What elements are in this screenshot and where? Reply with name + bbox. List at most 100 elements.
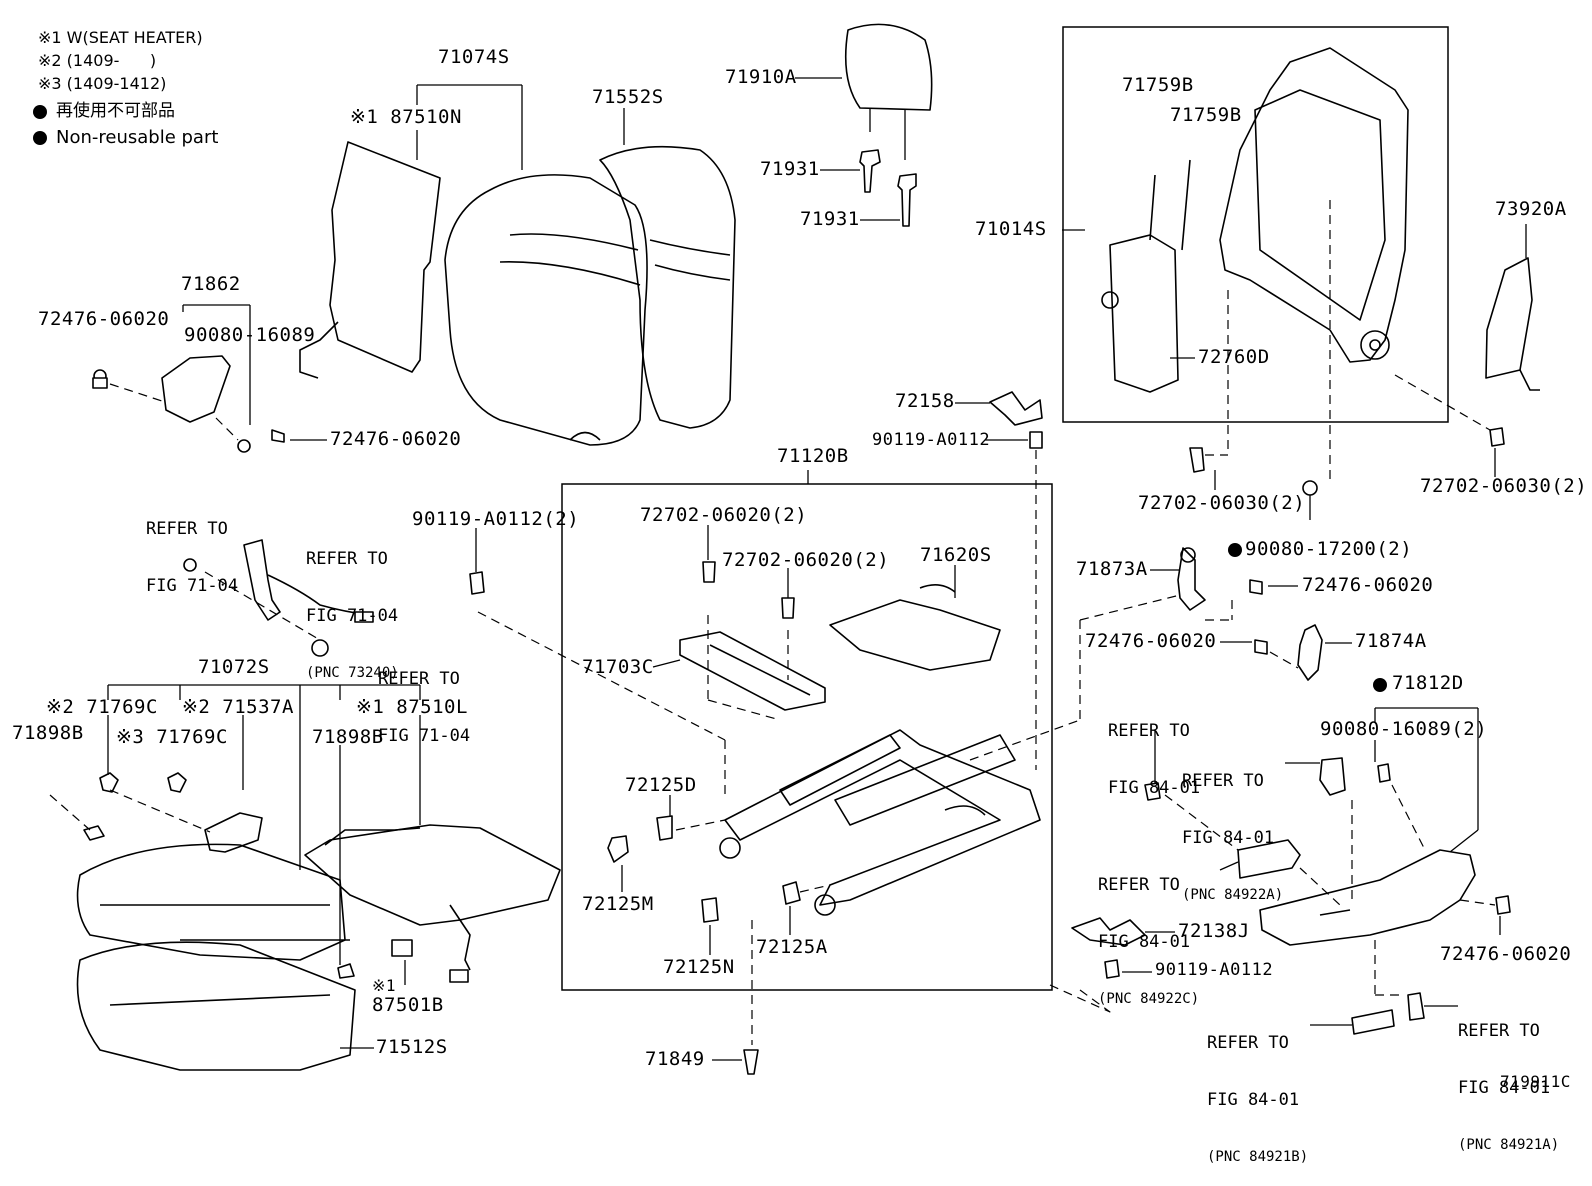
label-72702-06020-a: 72702-06020(2) [640, 504, 808, 526]
refer-4-line1: REFER TO [1108, 721, 1190, 741]
label-72125D: 72125D [625, 774, 697, 796]
refer-block-7: REFER TO FIG 84-01 (PNC 84921B) [1207, 996, 1308, 1186]
refer-6-line2: FIG 84-01 [1098, 932, 1191, 952]
seat-adjuster-box [561, 483, 1053, 991]
refer-7-line1: REFER TO [1207, 1033, 1289, 1053]
seat-cushion-heater [304, 824, 561, 926]
side-cover-right [1485, 257, 1533, 379]
label-87510L: ※1 87510L [356, 696, 468, 718]
label-72476-06020-e: 72476-06020 [1440, 943, 1572, 965]
refer-block-5: REFER TO FIG 84-01 (PNC 84922A) [1182, 734, 1283, 924]
refer-8-line1: REFER TO [1458, 1021, 1540, 1041]
refer-block-2: REFER TO FIG 71-04 (PNC 73240) [306, 512, 399, 702]
label-87501B-note: ※1 [372, 976, 397, 995]
seatback-pad [599, 145, 736, 429]
seat-cushion-frame [829, 599, 1001, 671]
label-72476-06020-a: 72476-06020 [38, 308, 170, 330]
label-72702-06030-a: 72702-06030(2) [1138, 492, 1306, 514]
seat-cushion-pad [76, 941, 356, 1071]
label-71898B-a: 71898B [12, 722, 84, 744]
refer-6-line1: REFER TO [1098, 875, 1180, 895]
knob-84921B [1351, 1009, 1395, 1035]
refer-6-line3: (PNC 84922C) [1098, 991, 1200, 1007]
bracket-71873A [1177, 547, 1206, 611]
legend-nonreusable-en: Non-reusable part [56, 127, 219, 148]
refer-4-line2: FIG 84-01 [1108, 778, 1201, 798]
refer-5-line2: FIG 84-01 [1182, 828, 1275, 848]
label-71074S: 71074S [438, 46, 510, 68]
label-73920A: 73920A [1495, 198, 1567, 220]
label-71537A: ※2 71537A [182, 696, 294, 718]
refer-7-line2: FIG 84-01 [1207, 1090, 1300, 1110]
refer-block-1: REFER TO FIG 71-04 [146, 482, 238, 615]
lumbar-support [1109, 234, 1179, 393]
label-90119-A0112-2: 90119-A0112(2) [412, 508, 580, 530]
label-71552S: 71552S [592, 86, 664, 108]
refer-block-3: REFER TO FIG 71-04 [378, 632, 470, 765]
refer-1-line1: REFER TO [146, 519, 228, 539]
label-71759B-a: 71759B [1122, 74, 1194, 96]
label-90080-16089-2: 90080-16089(2) [1320, 718, 1488, 740]
latch-72158 [989, 391, 1043, 426]
label-71072S: 71072S [198, 656, 270, 678]
refer-5-line3: (PNC 84922A) [1182, 887, 1284, 903]
refer-block-6: REFER TO FIG 84-01 (PNC 84922C) [1098, 838, 1199, 1028]
label-90080-17200: 90080-17200(2) [1245, 538, 1413, 560]
switch-84922C [1237, 839, 1301, 879]
label-71931-a: 71931 [760, 158, 820, 180]
switch-knob-84922A [1319, 757, 1346, 796]
refer-7-line3: (PNC 84921B) [1207, 1149, 1309, 1165]
legend-note-1: ※1 W(SEAT HEATER) [38, 28, 203, 47]
label-72138J: 72138J [1178, 920, 1250, 942]
seatbelt-buckle [243, 539, 281, 621]
refer-5-line1: REFER TO [1182, 771, 1264, 791]
label-71769C-a: ※2 71769C [46, 696, 158, 718]
label-71910A: 71910A [725, 66, 797, 88]
label-71769C-b: ※3 71769C [116, 726, 228, 748]
label-71849: 71849 [645, 1048, 705, 1070]
label-72476-06020-c: 72476-06020 [1302, 574, 1434, 596]
label-71898B-b: 71898B [312, 726, 384, 748]
label-71931-b: 71931 [800, 208, 860, 230]
refer-2-line1: REFER TO [306, 549, 388, 569]
bracket-71703C [679, 631, 826, 711]
label-72125M: 72125M [582, 893, 654, 915]
label-72760D: 72760D [1198, 346, 1270, 368]
label-71120B: 71120B [777, 445, 849, 467]
side-shield-71812D [1259, 849, 1476, 946]
seatback-heater-pad [329, 141, 441, 373]
label-87510N: ※1 87510N [350, 106, 462, 128]
seatback-frame-box [1062, 26, 1449, 423]
seatback-frame [1219, 47, 1409, 363]
label-71620S: 71620S [920, 544, 992, 566]
label-72702-06020-b: 72702-06020(2) [722, 549, 890, 571]
label-72702-06030-b: 72702-06030(2) [1420, 475, 1588, 497]
label-71014S: 71014S [975, 218, 1047, 240]
label-87501B: 87501B [372, 994, 444, 1016]
parts-diagram: ※1 W(SEAT HEATER) ※2 (1409- ) ※3 (1409-1… [12, 23, 1588, 1165]
label-90119-A0112-a: 90119-A0112 [872, 430, 991, 450]
label-72476-06020-d: 72476-06020 [1085, 630, 1217, 652]
refer-2-line2: FIG 71-04 [306, 606, 399, 626]
refer-block-4: REFER TO FIG 84-01 [1108, 684, 1200, 817]
legend-note-2: ※2 (1409- ) [38, 51, 157, 70]
refer-3-line1: REFER TO [378, 669, 460, 689]
refer-1-line2: FIG 71-04 [146, 576, 239, 596]
headrest [844, 23, 933, 111]
label-71759B-b: 71759B [1170, 104, 1242, 126]
label-71873A: 71873A [1076, 558, 1148, 580]
label-72158: 72158 [895, 390, 955, 412]
label-71703C: 71703C [582, 656, 654, 678]
label-72125N: 72125N [663, 956, 735, 978]
refer-3-line2: FIG 71-04 [378, 726, 471, 746]
label-90119-A0112-b: 90119-A0112 [1155, 960, 1274, 980]
knob-84921A [1407, 992, 1425, 1021]
refer-2-line3: (PNC 73240) [306, 665, 399, 681]
seatback-cover [444, 174, 648, 446]
label-72476-06020-b: 72476-06020 [330, 428, 462, 450]
label-90080-16089: 90080-16089 [184, 324, 316, 346]
label-71874A: 71874A [1355, 630, 1427, 652]
label-71862: 71862 [181, 273, 241, 295]
seat-cushion-cover [76, 843, 346, 961]
label-72125A: 72125A [756, 936, 828, 958]
